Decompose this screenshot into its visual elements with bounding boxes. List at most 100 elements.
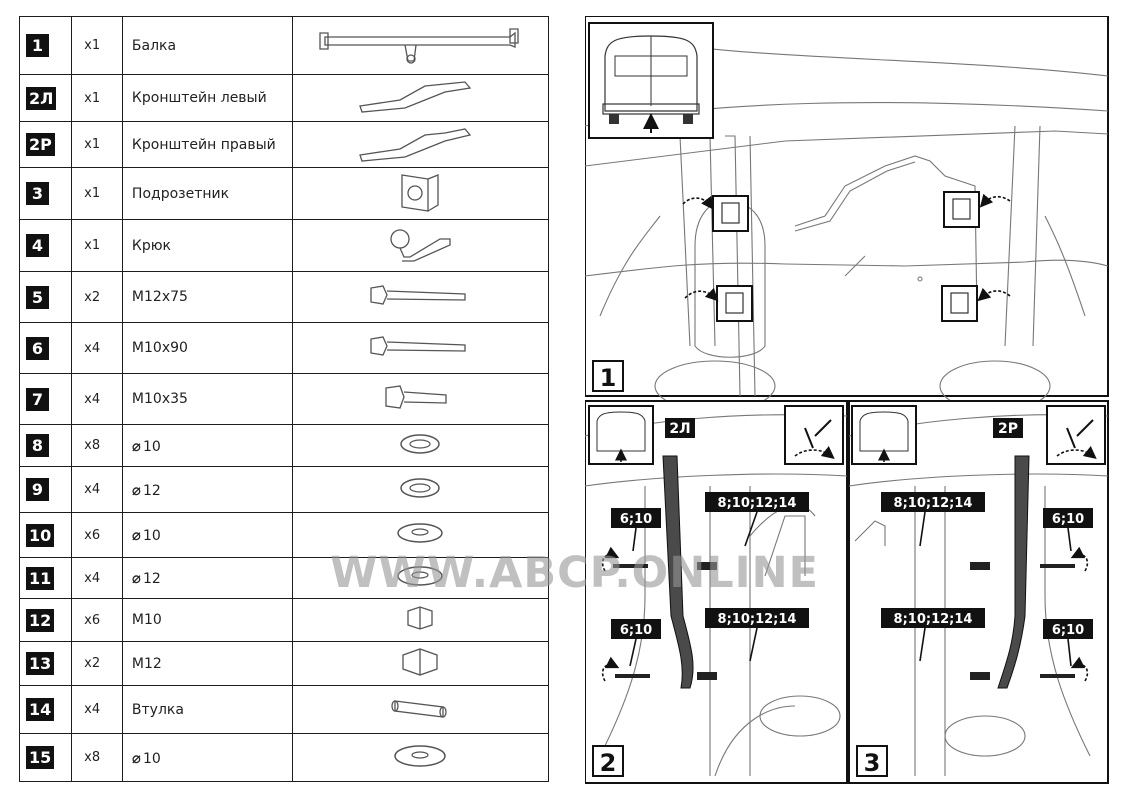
part-name: Балка bbox=[131, 37, 177, 54]
part-quantity: x1 bbox=[71, 167, 123, 220]
step-3-bolt-bottom-label: 6;10 bbox=[1052, 623, 1084, 638]
step-2-number: 2 bbox=[600, 749, 617, 777]
spring-washer-icon bbox=[291, 424, 550, 467]
part-row: 13 x2 М12 bbox=[18, 641, 550, 686]
part-number: 4 bbox=[26, 234, 49, 257]
part-quantity: x2 bbox=[71, 641, 123, 686]
part-number: 12 bbox=[26, 608, 55, 632]
wrench-icon bbox=[784, 405, 844, 465]
nut-large-icon bbox=[291, 641, 550, 686]
step-2-bracket-label: 2Л bbox=[669, 421, 690, 437]
part-quantity: x1 bbox=[71, 74, 123, 122]
part-name: Кронштейн левый bbox=[131, 90, 267, 106]
part-name-cell: Втулка bbox=[121, 685, 293, 734]
diameter-icon: ⌀ bbox=[131, 480, 141, 499]
part-name-cell: М10х35 bbox=[121, 373, 293, 425]
part-name-cell: Кронштейн левый bbox=[121, 74, 293, 122]
flat-washer-icon bbox=[291, 557, 550, 599]
part-name: М12х75 bbox=[131, 289, 188, 305]
part-name-cell: ⌀12 bbox=[121, 466, 293, 513]
part-row: 1 x1 Балка bbox=[18, 16, 550, 75]
part-number: 8 bbox=[26, 434, 49, 457]
part-quantity: x4 bbox=[71, 373, 123, 425]
part-number: 9 bbox=[26, 478, 49, 501]
part-row: 12 x6 М10 bbox=[18, 598, 550, 642]
step-2-bolt-bottom-label: 6;10 bbox=[620, 623, 652, 638]
part-quantity: x1 bbox=[71, 16, 123, 75]
part-name-cell: Балка bbox=[121, 16, 293, 75]
wrench-icon bbox=[1046, 405, 1106, 465]
step-3-hardware-bottom-label: 8;10;12;14 bbox=[894, 612, 973, 627]
bracket-right-icon bbox=[291, 121, 550, 168]
part-quantity: x4 bbox=[71, 557, 123, 599]
part-number: 11 bbox=[26, 566, 55, 590]
part-quantity: x6 bbox=[71, 512, 123, 558]
part-name: Подрозетник bbox=[131, 185, 230, 202]
part-number: 1 bbox=[26, 34, 49, 57]
diameter-icon: ⌀ bbox=[131, 748, 141, 767]
part-name-cell: Подрозетник bbox=[121, 167, 293, 220]
bolt-short-icon bbox=[291, 373, 550, 425]
part-quantity: x8 bbox=[71, 424, 123, 467]
bushing-icon bbox=[291, 685, 550, 734]
diameter-icon: ⌀ bbox=[131, 526, 141, 544]
step-2-van-inset bbox=[588, 405, 654, 465]
bracket-left-icon bbox=[291, 74, 550, 122]
part-name-cell: ⌀10 bbox=[121, 733, 293, 782]
step-1-number: 1 bbox=[600, 364, 617, 392]
installation-diagrams: 1 2Л 8;10;12;14 6;10 bbox=[585, 16, 1109, 784]
part-name-cell: Крюк bbox=[121, 219, 293, 272]
part-name: М10 bbox=[131, 612, 162, 628]
socket-plate-icon bbox=[291, 167, 550, 220]
part-name: 10 bbox=[142, 750, 161, 767]
part-name: М10х35 bbox=[131, 391, 188, 407]
part-name-cell: М10х90 bbox=[121, 322, 293, 374]
part-number: 3 bbox=[26, 182, 49, 205]
part-quantity: x2 bbox=[71, 271, 123, 323]
part-number: 15 bbox=[26, 746, 55, 769]
part-name: М12 bbox=[131, 655, 162, 672]
step-3-van-inset bbox=[851, 405, 917, 465]
bolt-long-icon bbox=[291, 271, 550, 323]
step-1-van-inset bbox=[588, 22, 714, 139]
part-name-cell: Кронштейн правый bbox=[121, 121, 293, 168]
nut-small-icon bbox=[291, 598, 550, 642]
part-row: 3 x1 Подрозетник bbox=[18, 167, 550, 220]
part-name-cell: М12 bbox=[121, 641, 293, 686]
part-quantity: x4 bbox=[71, 322, 123, 374]
clip-detail-icon bbox=[712, 191, 980, 322]
beam-icon bbox=[291, 16, 550, 75]
part-row: 9 x4⌀12 bbox=[18, 466, 550, 513]
part-quantity: x1 bbox=[71, 219, 123, 272]
hook-ball-icon bbox=[291, 219, 550, 272]
part-name-cell: М12х75 bbox=[121, 271, 293, 323]
step-3-bolt-top-label: 6;10 bbox=[1052, 512, 1084, 527]
part-quantity: x4 bbox=[71, 685, 123, 734]
part-name-cell: ⌀10 bbox=[121, 512, 293, 558]
step-1-panel: 1 bbox=[585, 16, 1109, 412]
part-number: 13 bbox=[26, 652, 55, 675]
flat-washer-icon bbox=[291, 512, 550, 558]
step-2-hardware-bottom-label: 8;10;12;14 bbox=[718, 612, 797, 627]
bolt-long-icon bbox=[291, 322, 550, 374]
spring-washer-icon bbox=[291, 466, 550, 513]
part-quantity: x4 bbox=[71, 466, 123, 513]
step-2-bolt-top-label: 6;10 bbox=[620, 512, 652, 527]
part-number: 2Р bbox=[26, 133, 55, 156]
large-washer-icon bbox=[291, 733, 550, 782]
part-number: 6 bbox=[26, 336, 49, 360]
step-3-panel: 2Р 8;10;12;14 6;10 8;10;12;14 6;10 3 bbox=[848, 400, 1109, 784]
part-quantity: x1 bbox=[71, 121, 123, 168]
diameter-icon: ⌀ bbox=[131, 436, 141, 455]
part-name: 12 bbox=[142, 571, 161, 587]
part-name: Втулка bbox=[131, 701, 184, 718]
part-quantity: x6 bbox=[71, 598, 123, 642]
